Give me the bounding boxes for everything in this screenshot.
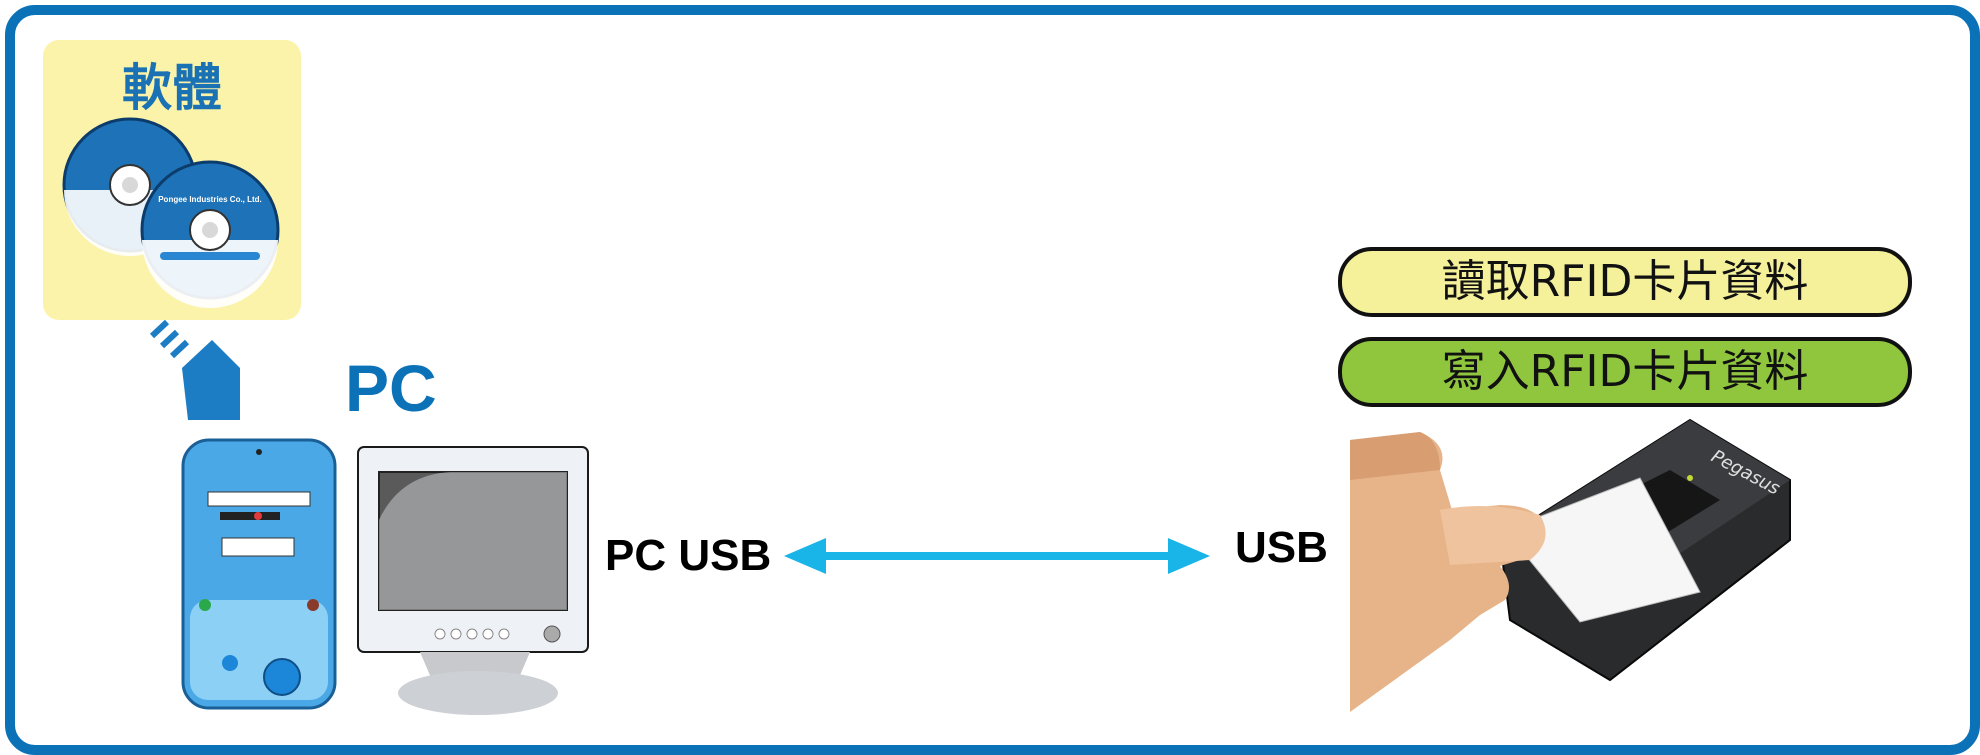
rfid-card-icon xyxy=(1504,477,1701,623)
usb-label: USB xyxy=(1235,523,1328,572)
software-title: 軟體 xyxy=(122,59,222,117)
monitor-icon xyxy=(357,446,589,715)
read-rfid-data-label: 讀取RFID卡片資料 xyxy=(1338,247,1912,317)
usb-connection-arrow xyxy=(784,538,1210,574)
pc-usb-label: PC USB xyxy=(605,531,772,580)
software-disc-icon xyxy=(140,160,280,308)
pc-tower-icon xyxy=(181,438,337,710)
hand-icon xyxy=(1350,432,1546,712)
install-arrow-icon xyxy=(149,319,240,420)
pc-label: PC xyxy=(345,351,437,425)
write-rfid-data-label: 寫入RFID卡片資料 xyxy=(1338,337,1912,407)
disc-company-text: Pongee Industries Co., Ltd. xyxy=(158,195,262,204)
